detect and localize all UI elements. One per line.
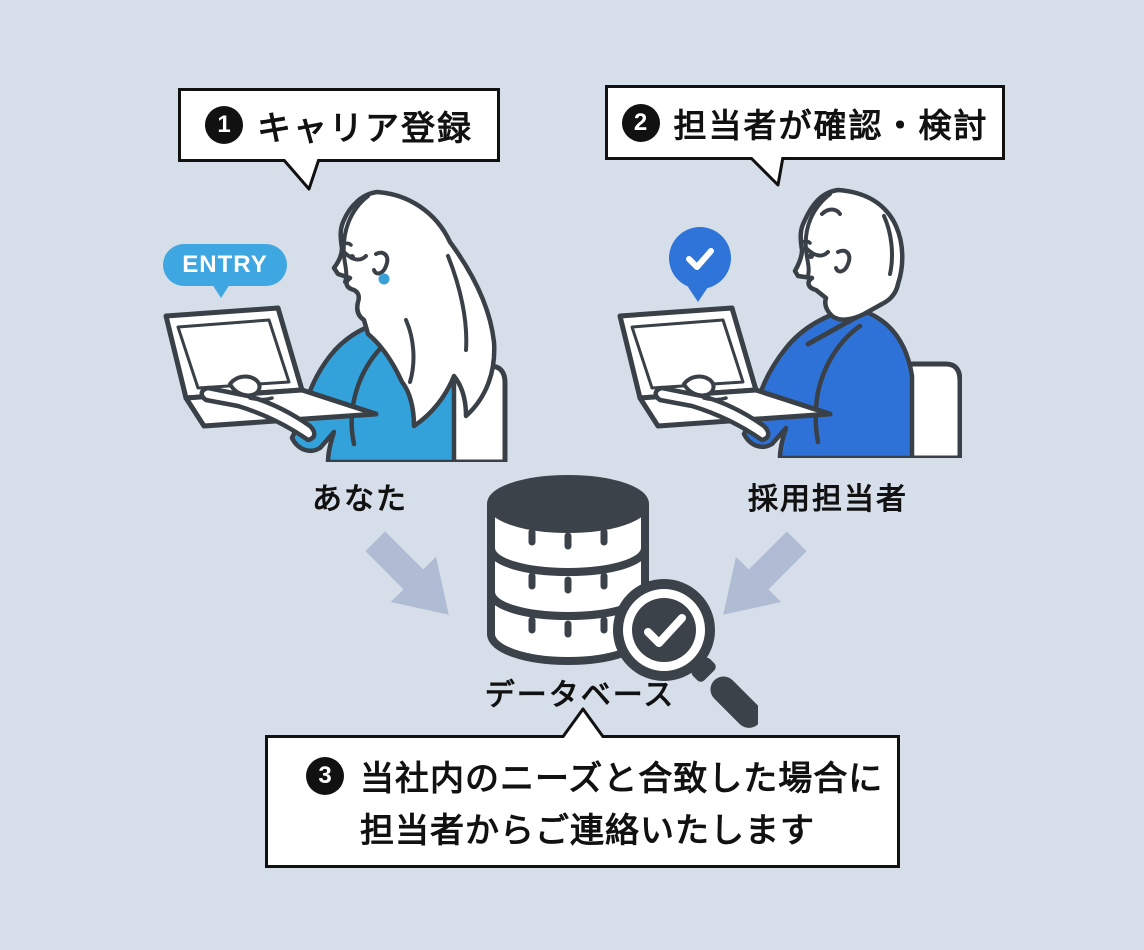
magnifier-icon bbox=[613, 579, 758, 728]
step2-callout: 2 担当者が確認・検討 bbox=[605, 85, 1005, 160]
check-badge bbox=[669, 227, 731, 289]
step1-callout: 1 キャリア登録 bbox=[178, 88, 500, 162]
arrow-down-left-icon bbox=[723, 531, 807, 615]
man-at-laptop-illustration bbox=[617, 187, 962, 458]
man-torso bbox=[741, 305, 915, 458]
step3-number-badge: 3 bbox=[306, 756, 344, 795]
eyebrow bbox=[800, 239, 812, 245]
ear bbox=[372, 250, 390, 276]
woman-head-hair bbox=[331, 189, 497, 429]
step3-callout: 3 当社内のニーズと合致した場合に 担当者からご連絡いたします bbox=[265, 735, 900, 868]
actor-label-you: あなた bbox=[312, 483, 408, 516]
step1-label: キャリア登録 bbox=[257, 109, 473, 148]
entry-badge-tail bbox=[212, 284, 230, 298]
step3-callout-tail bbox=[560, 707, 606, 738]
check-icon bbox=[686, 248, 714, 270]
eyebrow bbox=[341, 241, 353, 247]
step1-number-badge: 1 bbox=[205, 106, 243, 144]
database-label: データベース bbox=[484, 679, 676, 712]
eye bbox=[349, 254, 355, 260]
step2-label: 担当者が確認・検討 bbox=[673, 106, 989, 144]
ear bbox=[834, 248, 852, 274]
step2-number-badge: 2 bbox=[621, 103, 660, 142]
hand bbox=[653, 385, 771, 443]
actor-label-recruiter: 採用担当者 bbox=[748, 483, 908, 516]
woman-at-laptop-illustration bbox=[163, 189, 508, 462]
eye bbox=[808, 253, 814, 259]
entry-badge: ENTRY bbox=[163, 244, 287, 286]
check-badge-tail bbox=[688, 287, 708, 302]
step3-line2: 担当者からご連絡いたします bbox=[360, 812, 815, 850]
earring bbox=[378, 273, 390, 285]
hand bbox=[199, 385, 317, 443]
arrow-down-right-icon bbox=[365, 531, 449, 615]
step1-callout-tail bbox=[281, 159, 321, 191]
step2-callout-tail bbox=[748, 157, 785, 187]
database-icon bbox=[487, 475, 758, 728]
step3-line1: 当社内のニーズと合致した場合に bbox=[360, 760, 884, 798]
laptop bbox=[617, 305, 833, 429]
